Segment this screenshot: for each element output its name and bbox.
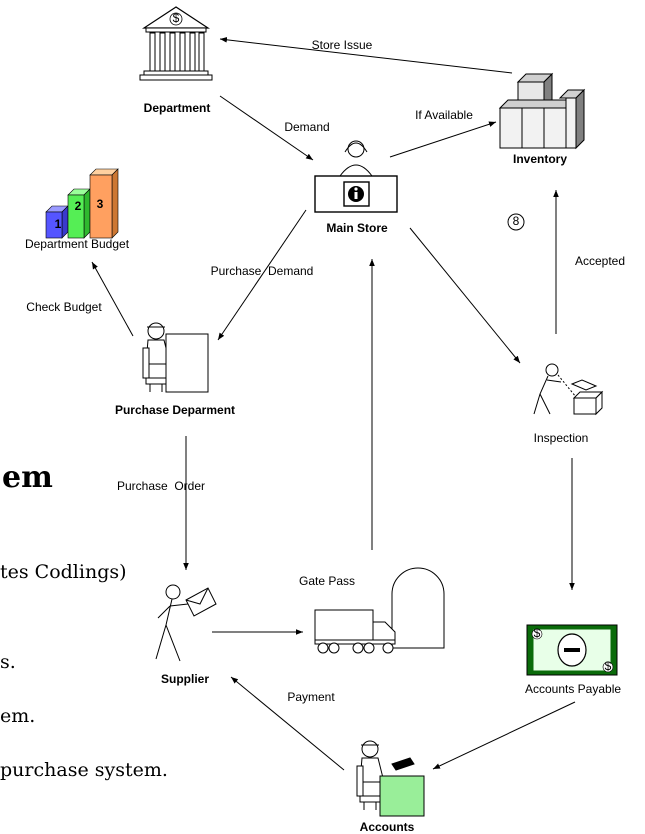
supplier-label: Supplier [161,672,209,686]
background-line-4: purchase system. [0,759,168,781]
budget-bar-2-label: 2 [75,199,82,213]
demand-label: Demand [284,120,329,134]
accounts-label: Accounts [360,820,415,834]
arrow-if-available [389,121,497,158]
accounts-payable-icon [526,624,618,676]
purchase-department-icon [142,322,209,393]
check-budget-label: Check Budget [26,300,102,314]
purchase-department-label: Purchase Deparment [115,403,235,417]
accounts-payable-label: Accounts Payable [525,682,621,696]
inventory-icon [498,72,586,150]
arrow-demand [219,95,314,161]
background-line-3: em. [0,705,35,727]
department-budget-icon [45,168,119,239]
inventory-label: Inventory [513,152,567,166]
background-line-2: s. [0,651,16,673]
purchase-demand-label: Purchase Demand [211,264,314,278]
accounts-icon [356,740,425,817]
store-issue-label: Store Issue [312,38,373,52]
step-badge [507,213,525,231]
arrow-to-accounts [432,701,576,770]
budget-bar-1-label: 1 [55,217,62,231]
accepted-label: Accepted [575,254,625,268]
department-label: Department [144,101,211,115]
budget-bar-3-label: 3 [97,197,104,211]
purchase-order-label: Purchase Order [117,479,205,493]
main-store-icon [314,140,398,213]
arrow-to-inspection [409,227,521,364]
gate-icon [391,567,445,649]
arrow-store-issue [219,37,513,74]
bill-corner-bottom: $ [605,659,612,673]
svg-text:$: $ [173,11,180,25]
background-heading: em [2,460,53,495]
gate-pass-label: Gate Pass [299,574,355,588]
department-icon: $ [139,6,213,81]
step-badge-label: 8 [513,214,520,228]
inspection-label: Inspection [534,431,589,445]
main-store-label: Main Store [326,221,388,235]
background-line-1: tes Codlings) [0,561,127,583]
truck-icon [314,609,396,654]
department-budget-label: Department Budget [25,237,130,251]
bill-corner-top: $ [534,626,541,640]
arrow-purchase-demand [217,209,307,341]
inspection-icon [533,363,604,416]
payment-label: Payment [287,690,335,704]
supplier-icon [155,584,217,662]
arrow-check-budget [91,261,134,337]
arrow-payment [230,676,345,771]
if-available-label: If Available [415,108,473,122]
